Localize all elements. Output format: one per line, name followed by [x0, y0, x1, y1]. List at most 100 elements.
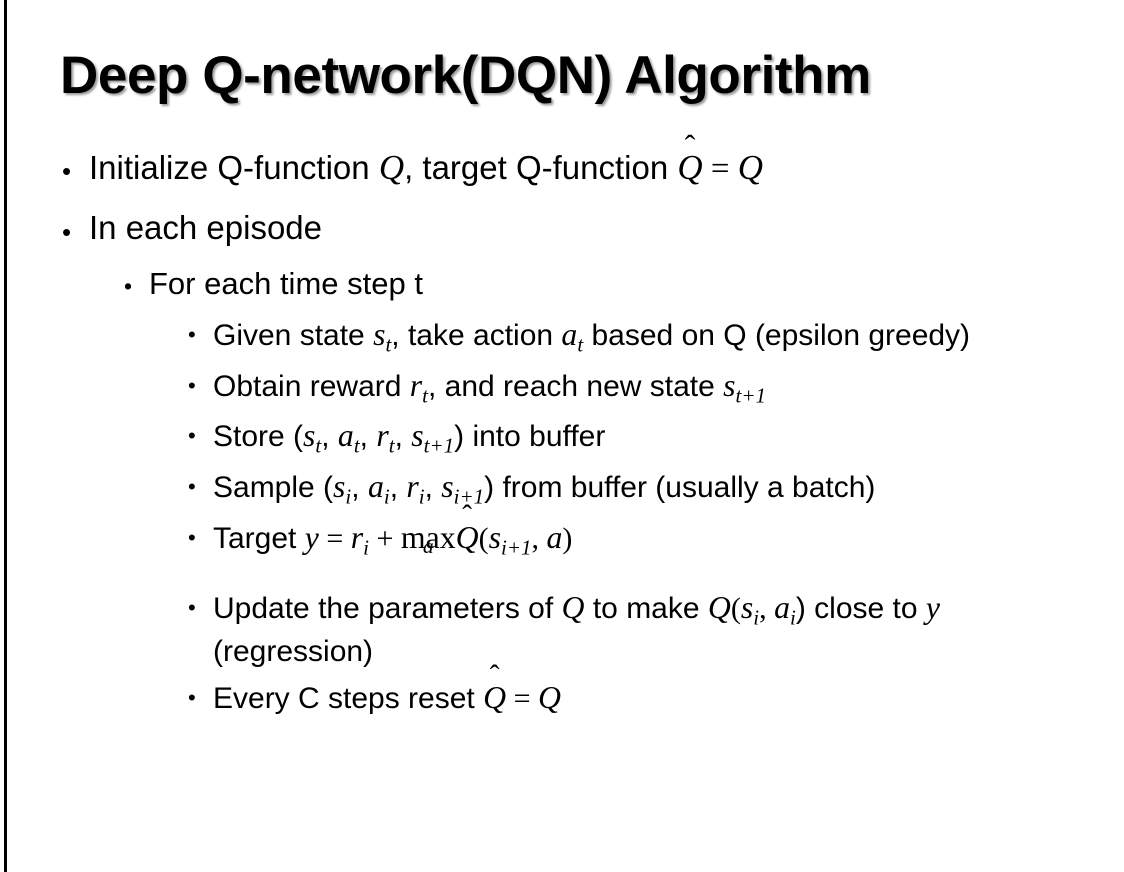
math-var-s: s: [723, 367, 736, 403]
math-paren-close: ): [562, 521, 573, 555]
math-var-q: Q: [707, 590, 731, 626]
bullet-store-transition: • Store (st, at, rt, st+1) into buffer: [0, 415, 1124, 460]
math-qhat-base: Q: [677, 148, 703, 187]
bullet-sample-batch: • Sample (si, ai, ri, si+1) from buffer …: [0, 466, 1124, 511]
bullet-dot-icon: •: [62, 156, 72, 186]
bullet-sample-batch-text: Sample (si, ai, ri, si+1) from buffer (u…: [213, 466, 1100, 511]
text-run: to make: [584, 592, 708, 626]
text-run: , target Q-function: [404, 149, 678, 186]
math-var-q: Q: [537, 679, 561, 715]
text-run: ,: [351, 470, 368, 504]
text-run: Sample (: [213, 470, 334, 504]
text-run: ) close to: [795, 592, 926, 626]
math-max-underscript-a: a: [422, 534, 434, 559]
text-run: based on Q (epsilon greedy): [583, 319, 971, 353]
bullet-dot-icon: •: [188, 473, 196, 499]
math-var-a: a: [774, 590, 790, 626]
bullet-dot-icon: •: [124, 273, 133, 300]
math-op-equals: =: [506, 681, 538, 715]
text-run: ,: [424, 470, 442, 504]
math-sub-i: i: [363, 534, 369, 559]
math-var-q: Q: [561, 590, 585, 626]
text-run: Every C steps reset: [213, 681, 484, 715]
math-sub-t: t: [422, 383, 428, 408]
bullet-given-state-text: Given state st, take action at based on …: [213, 314, 1100, 359]
bullet-in-each-episode: • In each episode: [0, 207, 1124, 249]
math-var-qhat: Q̂: [456, 517, 479, 558]
math-comma: ,: [759, 592, 775, 626]
math-sub-t-plus-1: t+1: [735, 383, 767, 408]
math-var-a: a: [337, 418, 354, 454]
bullet-for-each-time-step-text: For each time step t: [149, 266, 423, 302]
math-sub-i: i: [418, 484, 425, 509]
bullet-update-parameters: • Update the parameters of Q to make Q(s…: [0, 587, 1124, 671]
bullet-reset-target-network-text: Every C steps reset Q̂ = Q: [213, 677, 1100, 718]
bullet-update-parameters-text: Update the parameters of Q to make Q(si,…: [213, 587, 1100, 671]
math-var-y: y: [925, 590, 941, 626]
bullet-dot-icon: •: [188, 322, 196, 348]
math-var-qhat: Q̂: [677, 146, 702, 190]
text-run: Update the parameters of: [213, 592, 562, 626]
math-var-s: s: [740, 590, 754, 626]
math-paren-open: (: [478, 521, 489, 555]
math-var-r: r: [406, 468, 419, 504]
math-sub-t: t: [577, 332, 584, 357]
math-var-a: a: [546, 519, 563, 555]
math-sub-t: t: [353, 433, 360, 458]
text-run: , take action: [391, 319, 562, 353]
bullet-list: • Initialize Q-function Q, target Q-func…: [0, 146, 1124, 724]
page-title: Deep Q-network(DQN) Algorithm: [60, 46, 871, 105]
math-var-s: s: [441, 468, 454, 504]
math-var-s: s: [488, 519, 501, 555]
text-run: , and reach new state: [427, 369, 724, 403]
bullet-dot-icon: •: [188, 595, 196, 621]
math-var-s: s: [373, 317, 386, 353]
text-run: Initialize Q-function: [89, 149, 379, 186]
math-sub-t: t: [315, 433, 322, 458]
math-var-y: y: [304, 519, 319, 555]
text-run: Target: [213, 521, 305, 555]
bullet-dot-icon: •: [62, 216, 72, 247]
bullet-dot-icon: •: [188, 372, 196, 398]
text-run: ,: [394, 420, 412, 454]
math-qhat-base: Q: [455, 519, 479, 555]
math-paren-open: (: [730, 592, 741, 626]
bullet-reset-target-network: • Every C steps reset Q̂ = Q: [0, 677, 1124, 718]
math-sub-i: i: [789, 605, 796, 630]
bullet-obtain-reward-text: Obtain reward rt, and reach new state st…: [213, 365, 1100, 410]
bullet-store-transition-text: Store (st, at, rt, st+1) into buffer: [213, 415, 1100, 460]
math-max-label: max: [400, 519, 456, 555]
math-var-a: a: [367, 468, 384, 504]
bullet-obtain-reward: • Obtain reward rt, and reach new state …: [0, 365, 1124, 410]
math-sub-i-plus-1: i+1: [501, 534, 532, 559]
math-op-equals: =: [702, 151, 738, 187]
text-run: ,: [389, 470, 407, 504]
text-run: Given state: [213, 319, 374, 353]
bullet-dot-icon: •: [188, 524, 196, 550]
math-sub-t-plus-1: t+1: [423, 433, 455, 458]
math-var-q: Q: [737, 148, 764, 187]
math-var-q: Q: [378, 148, 405, 187]
text-run: ) from buffer (usually a batch): [484, 470, 876, 504]
math-qhat-base: Q: [483, 679, 507, 715]
math-sub-i: i: [345, 484, 352, 509]
math-var-qhat: Q̂: [483, 677, 506, 718]
math-var-s: s: [333, 468, 346, 504]
text-run: (regression): [213, 634, 374, 668]
text-run: ,: [321, 420, 338, 454]
math-var-r: r: [376, 418, 389, 454]
math-var-r: r: [350, 519, 364, 555]
bullet-dot-icon: •: [188, 684, 196, 710]
math-var-s: s: [303, 418, 316, 454]
text-run: ) into buffer: [454, 420, 606, 454]
bullet-initialize: • Initialize Q-function Q, target Q-func…: [0, 146, 1124, 191]
math-sub-i-plus-1: i+1: [453, 484, 485, 509]
text-run: ,: [359, 420, 377, 454]
math-sub-t: t: [385, 332, 392, 357]
bullet-given-state: • Given state st, take action at based o…: [0, 314, 1124, 359]
math-sub-t: t: [388, 433, 395, 458]
math-op-equals: =: [318, 521, 351, 555]
slide-left-rule: [4, 0, 7, 872]
